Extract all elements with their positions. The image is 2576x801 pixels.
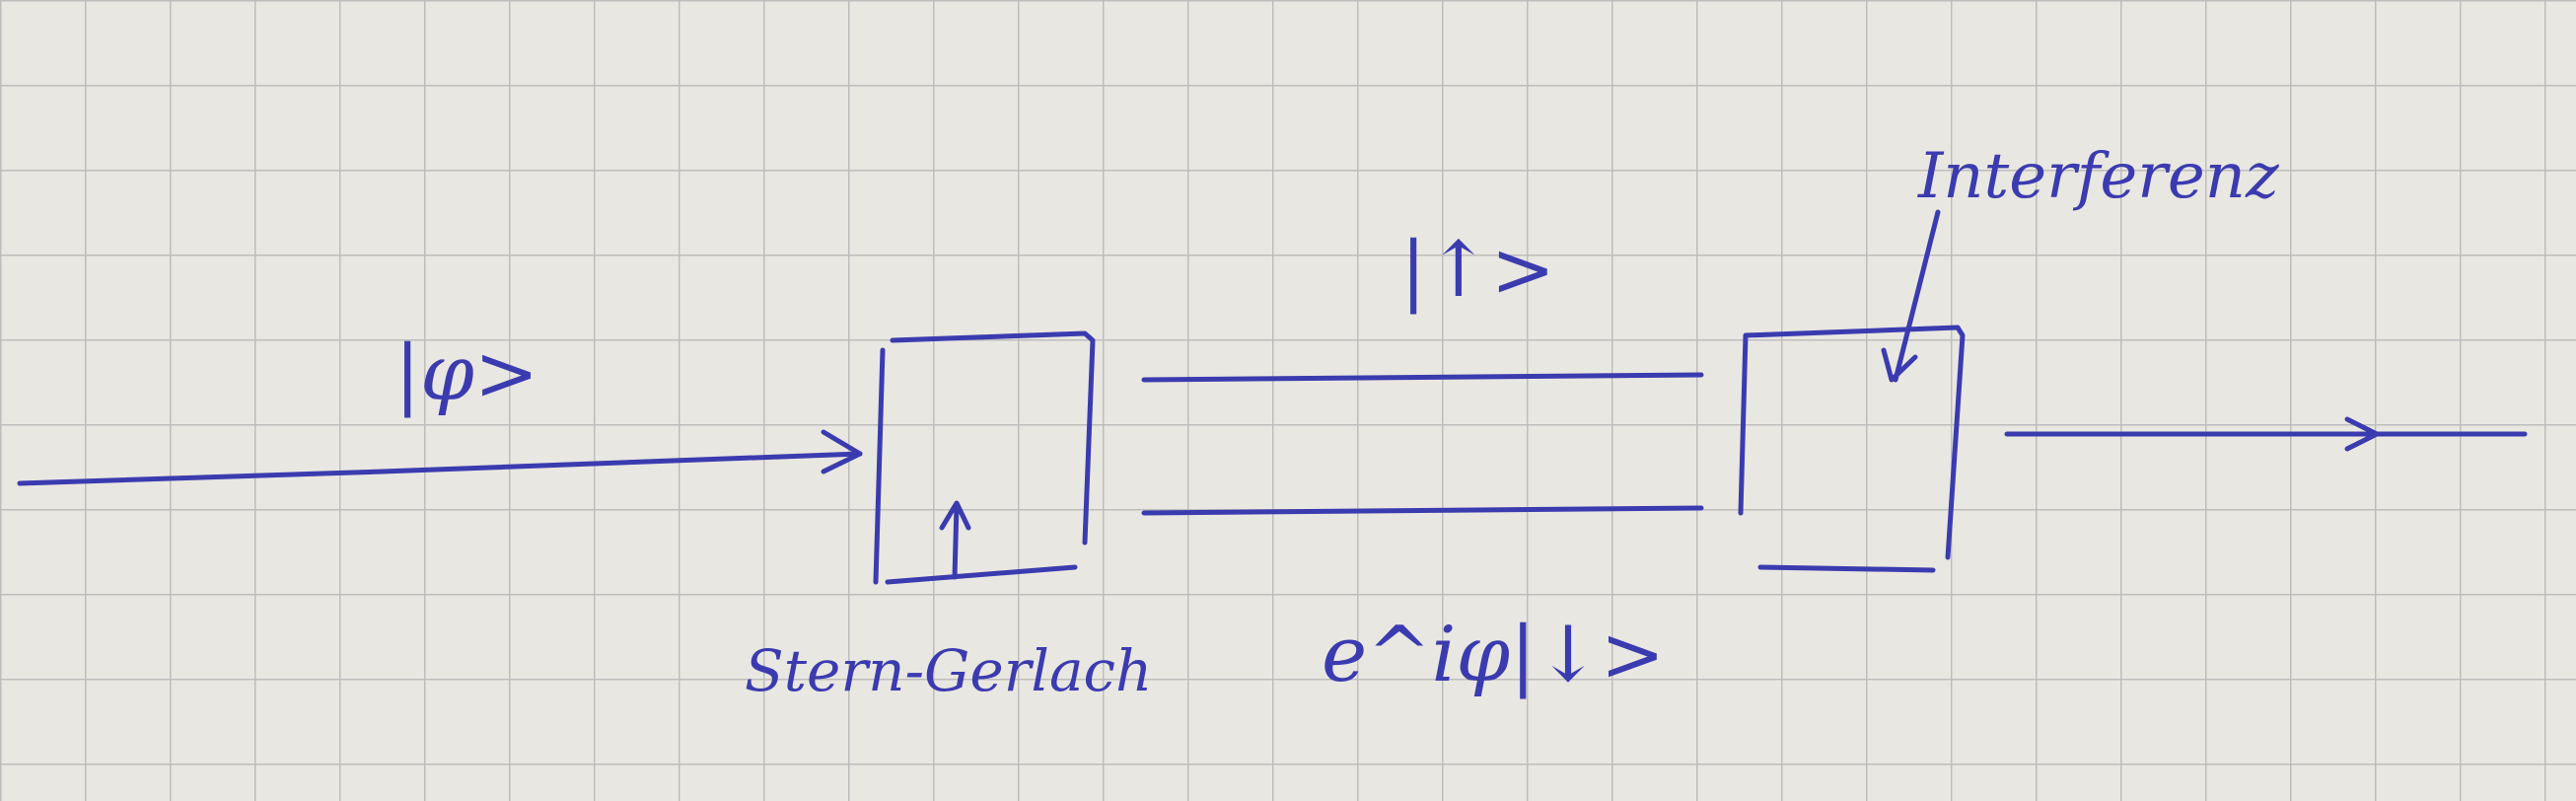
upper-state-label: |↑> bbox=[1400, 226, 1555, 315]
output-arrowhead bbox=[2344, 416, 2380, 452]
input-state-label: |φ> bbox=[394, 329, 538, 418]
stern-gerlach-label: Stern-Gerlach bbox=[745, 637, 1152, 704]
field-gradient-arrow-icon bbox=[939, 500, 971, 580]
input-arrowhead bbox=[821, 429, 863, 474]
interference-label: Interferenz bbox=[1917, 140, 2280, 213]
lower-state-label: e^iφ|↓> bbox=[1322, 611, 1665, 699]
interference-box bbox=[1738, 325, 1966, 573]
input-beam bbox=[17, 451, 863, 486]
lower-beam bbox=[1141, 505, 1704, 516]
stern-gerlach-box bbox=[873, 330, 1096, 585]
upper-beam bbox=[1141, 372, 1704, 383]
interference-pointer-arrow-icon bbox=[1881, 209, 1941, 383]
